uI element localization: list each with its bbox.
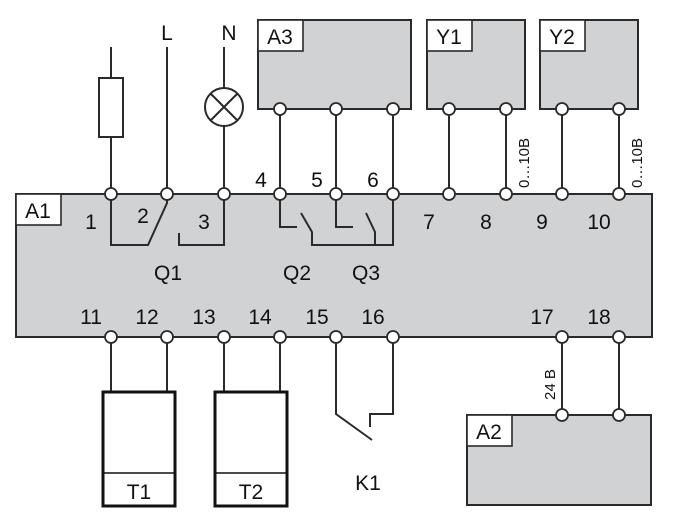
terminal-label-8: 8: [480, 211, 492, 234]
terminal-label-11: 11: [80, 306, 102, 329]
device-a2-tag-box: [466, 414, 513, 447]
terminal-label-6: 6: [367, 169, 379, 192]
a1-terminal-2: [160, 187, 174, 201]
relay-q3-label: Q3: [352, 262, 380, 285]
resistor-icon: [98, 77, 124, 138]
terminals: [104, 102, 626, 422]
relay-q3-contact-icon: [335, 194, 376, 245]
terminal-label-15: 15: [305, 306, 328, 329]
relay-q1-label: Q1: [154, 262, 182, 285]
controller-a1-tag: A1: [25, 200, 51, 223]
sensor-t2: T2: [213, 390, 289, 508]
y2-signal-label: 0…10В: [629, 138, 646, 188]
device-a3-tag-box: [257, 19, 304, 52]
sensor-t1: T1: [101, 390, 177, 508]
terminal-label-2: 2: [137, 205, 149, 228]
a1-terminal-7: [442, 187, 456, 201]
a1-terminal-8: [499, 187, 513, 201]
device-a3-tag: A3: [267, 26, 293, 49]
a2-terminal-2: [612, 408, 626, 422]
terminal-label-12: 12: [135, 306, 158, 329]
sensor-t1-tag: T1: [127, 481, 152, 504]
lamp-load: [204, 47, 244, 194]
bottom-wires: [110, 337, 620, 415]
a3-terminal-1: [273, 102, 287, 116]
relay-q2-label: Q2: [283, 262, 311, 285]
terminal-label-3: 3: [198, 211, 210, 234]
device-y1-tag-box: [426, 19, 473, 52]
a1-terminal-11: [104, 330, 118, 344]
a2-terminal-1: [555, 408, 569, 422]
a1-terminal-1: [104, 187, 118, 201]
y1-terminal-1: [442, 102, 456, 116]
line-label: L: [161, 22, 173, 45]
terminal-label-1: 1: [85, 211, 97, 234]
device-y2-tag-box: [539, 19, 586, 52]
device-a3: A3: [257, 19, 412, 110]
device-y1-tag: Y1: [436, 26, 462, 49]
a1-terminal-3: [217, 187, 231, 201]
terminal-label-10: 10: [587, 211, 610, 234]
relay-q2-contact-icon: [279, 194, 394, 246]
top-device-wires: [279, 109, 620, 194]
a1-terminal-12: [160, 330, 174, 344]
resistor-load: [98, 47, 124, 194]
a1-terminal-17: [555, 330, 569, 344]
terminal-label-14: 14: [248, 306, 272, 329]
y1-signal-label: 0…10В: [516, 138, 533, 188]
y2-terminal-2: [612, 102, 626, 116]
a1-terminal-10: [612, 187, 626, 201]
terminal-label-18: 18: [587, 306, 610, 329]
terminal-label-5: 5: [311, 169, 323, 192]
terminal-label-9: 9: [536, 211, 548, 234]
device-a2: A2: [466, 414, 652, 506]
y2-terminal-1: [555, 102, 569, 116]
a1-terminal-9: [555, 187, 569, 201]
a1-terminal-18: [612, 330, 626, 344]
a1-terminal-4: [273, 187, 287, 201]
neutral-label: N: [221, 22, 236, 45]
a1-terminal-14: [273, 330, 287, 344]
device-a2-tag: A2: [476, 421, 502, 444]
y1-terminal-2: [499, 102, 513, 116]
contact-k1-icon: [335, 337, 394, 441]
lamp-icon: [204, 87, 244, 127]
device-y1: Y1: [426, 19, 526, 110]
contact-k1-tag: K1: [355, 472, 381, 495]
device-y2-tag: Y2: [549, 26, 575, 49]
a2-voltage-label: 24 В: [542, 369, 559, 400]
sensor-t2-tag: T2: [239, 481, 264, 504]
terminal-label-7: 7: [423, 211, 435, 234]
device-y2: Y2: [539, 19, 639, 110]
terminal-label-13: 13: [192, 306, 215, 329]
terminal-label-4: 4: [255, 169, 267, 192]
terminal-label-17: 17: [530, 306, 553, 329]
a1-terminal-16: [386, 330, 400, 344]
a1-terminal-13: [217, 330, 231, 344]
a3-terminal-3: [386, 102, 400, 116]
a3-terminal-2: [329, 102, 343, 116]
controller-a1-tag-box: [15, 193, 62, 226]
a1-terminal-15: [329, 330, 343, 344]
terminal-label-16: 16: [361, 306, 384, 329]
a1-terminal-5: [329, 187, 343, 201]
a1-terminal-6: [386, 187, 400, 201]
